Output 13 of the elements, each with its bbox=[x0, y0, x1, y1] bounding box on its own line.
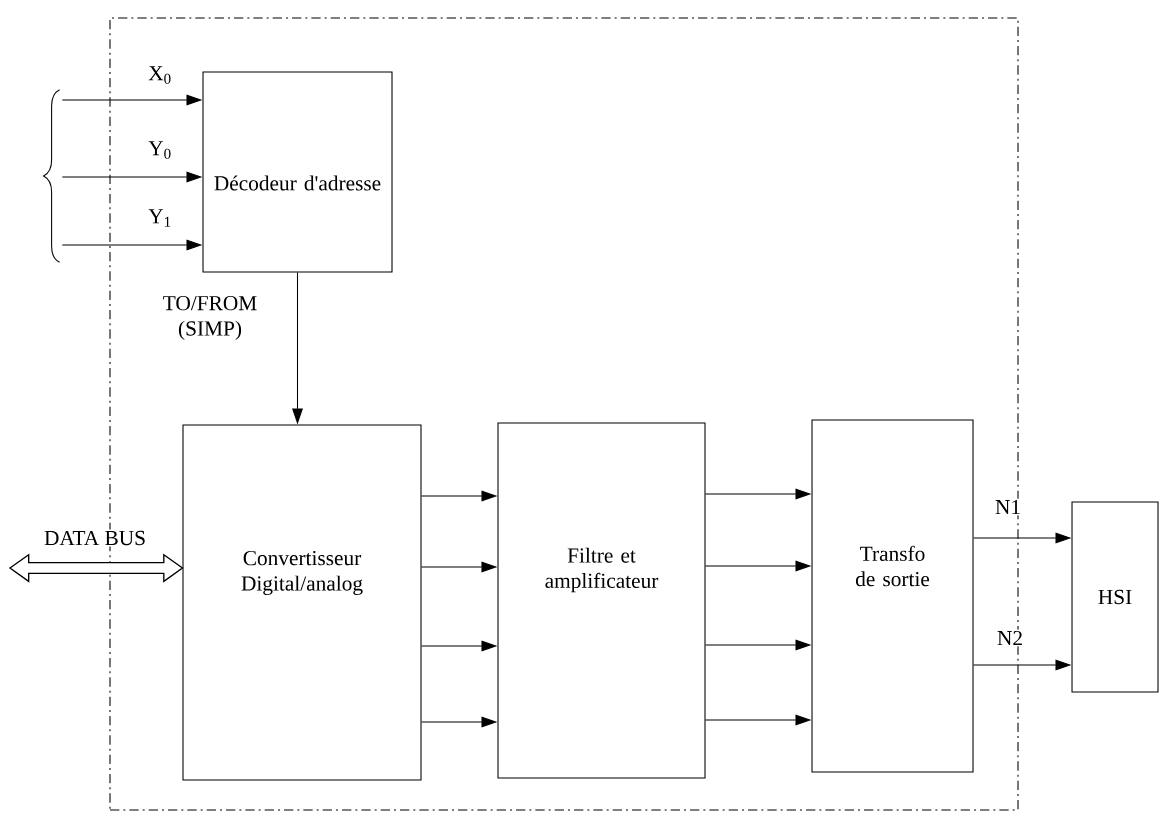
edge-label: X$_{0}$ bbox=[146, 64, 174, 86]
edge-label: N1 bbox=[993, 498, 1023, 516]
block-box: Transfo de sortie bbox=[811, 419, 974, 773]
block-box: Filtre et amplificateur bbox=[497, 422, 706, 779]
edge-label: Y$_{1}$ bbox=[146, 207, 174, 229]
edge-label: DATA BUS bbox=[42, 529, 148, 547]
block-box: HSI bbox=[1071, 501, 1159, 693]
block-box: Décodeur d'adresse bbox=[202, 71, 393, 273]
edge-label: Y$_{0}$ bbox=[146, 139, 174, 161]
brace bbox=[43, 89, 61, 263]
block-box: Convertisseur Digital/analog bbox=[182, 424, 422, 781]
edge-label: N2 bbox=[995, 629, 1025, 647]
edge-label: TO/FROM (SIMP) bbox=[148, 294, 272, 342]
